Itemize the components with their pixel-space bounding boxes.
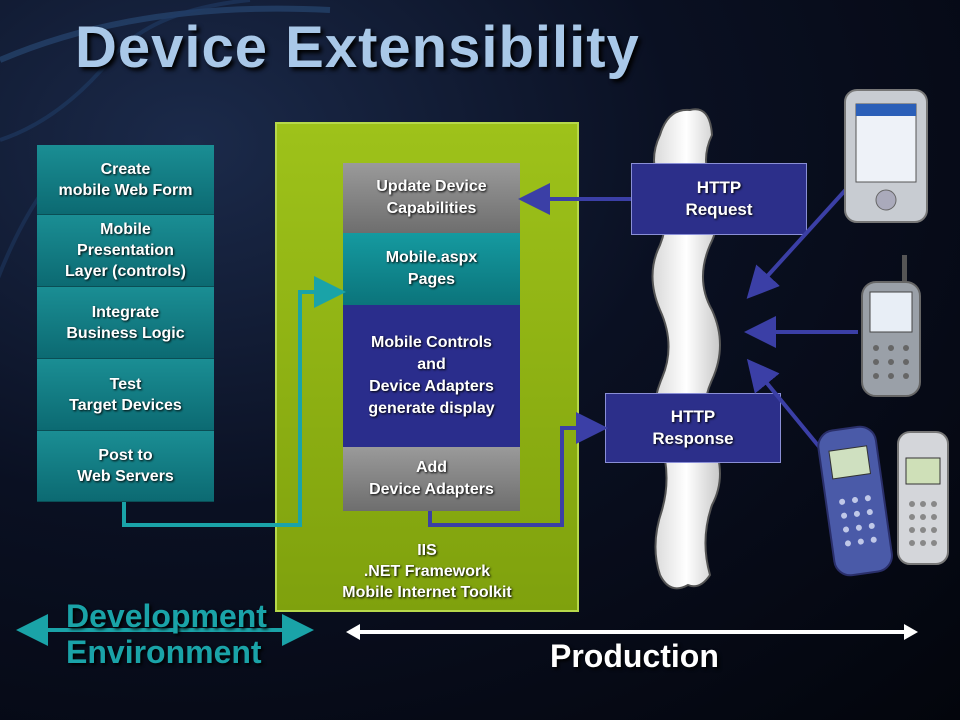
block-mobile-pages: Mobile.aspx Pages (343, 233, 520, 305)
step-presentation-layer: Mobile Presentation Layer (controls) (37, 215, 214, 287)
block-mobile-controls: Mobile Controls and Device Adapters gene… (343, 305, 520, 447)
http-request-box: HTTP Request (631, 163, 807, 235)
step-post-servers: Post to Web Servers (37, 431, 214, 502)
page-title: Device Extensibility (75, 15, 640, 80)
block-update-capabilities: Update Device Capabilities (343, 163, 520, 233)
server-platform-label: IIS .NET Framework Mobile Internet Toolk… (342, 542, 512, 601)
http-response-box: HTTP Response (605, 393, 781, 463)
pda-device-icon (844, 89, 928, 223)
blue-phone-icon (817, 425, 893, 577)
silver-phone-icon (897, 431, 949, 565)
development-environment-label: Development Environment (66, 598, 267, 670)
production-label: Production (550, 638, 719, 674)
step-create-form: Create mobile Web Form (37, 145, 214, 215)
mobile-phone-icon (861, 255, 921, 397)
block-add-adapters: Add Device Adapters (343, 447, 520, 511)
step-test-devices: Test Target Devices (37, 359, 214, 431)
step-business-logic: Integrate Business Logic (37, 287, 214, 359)
